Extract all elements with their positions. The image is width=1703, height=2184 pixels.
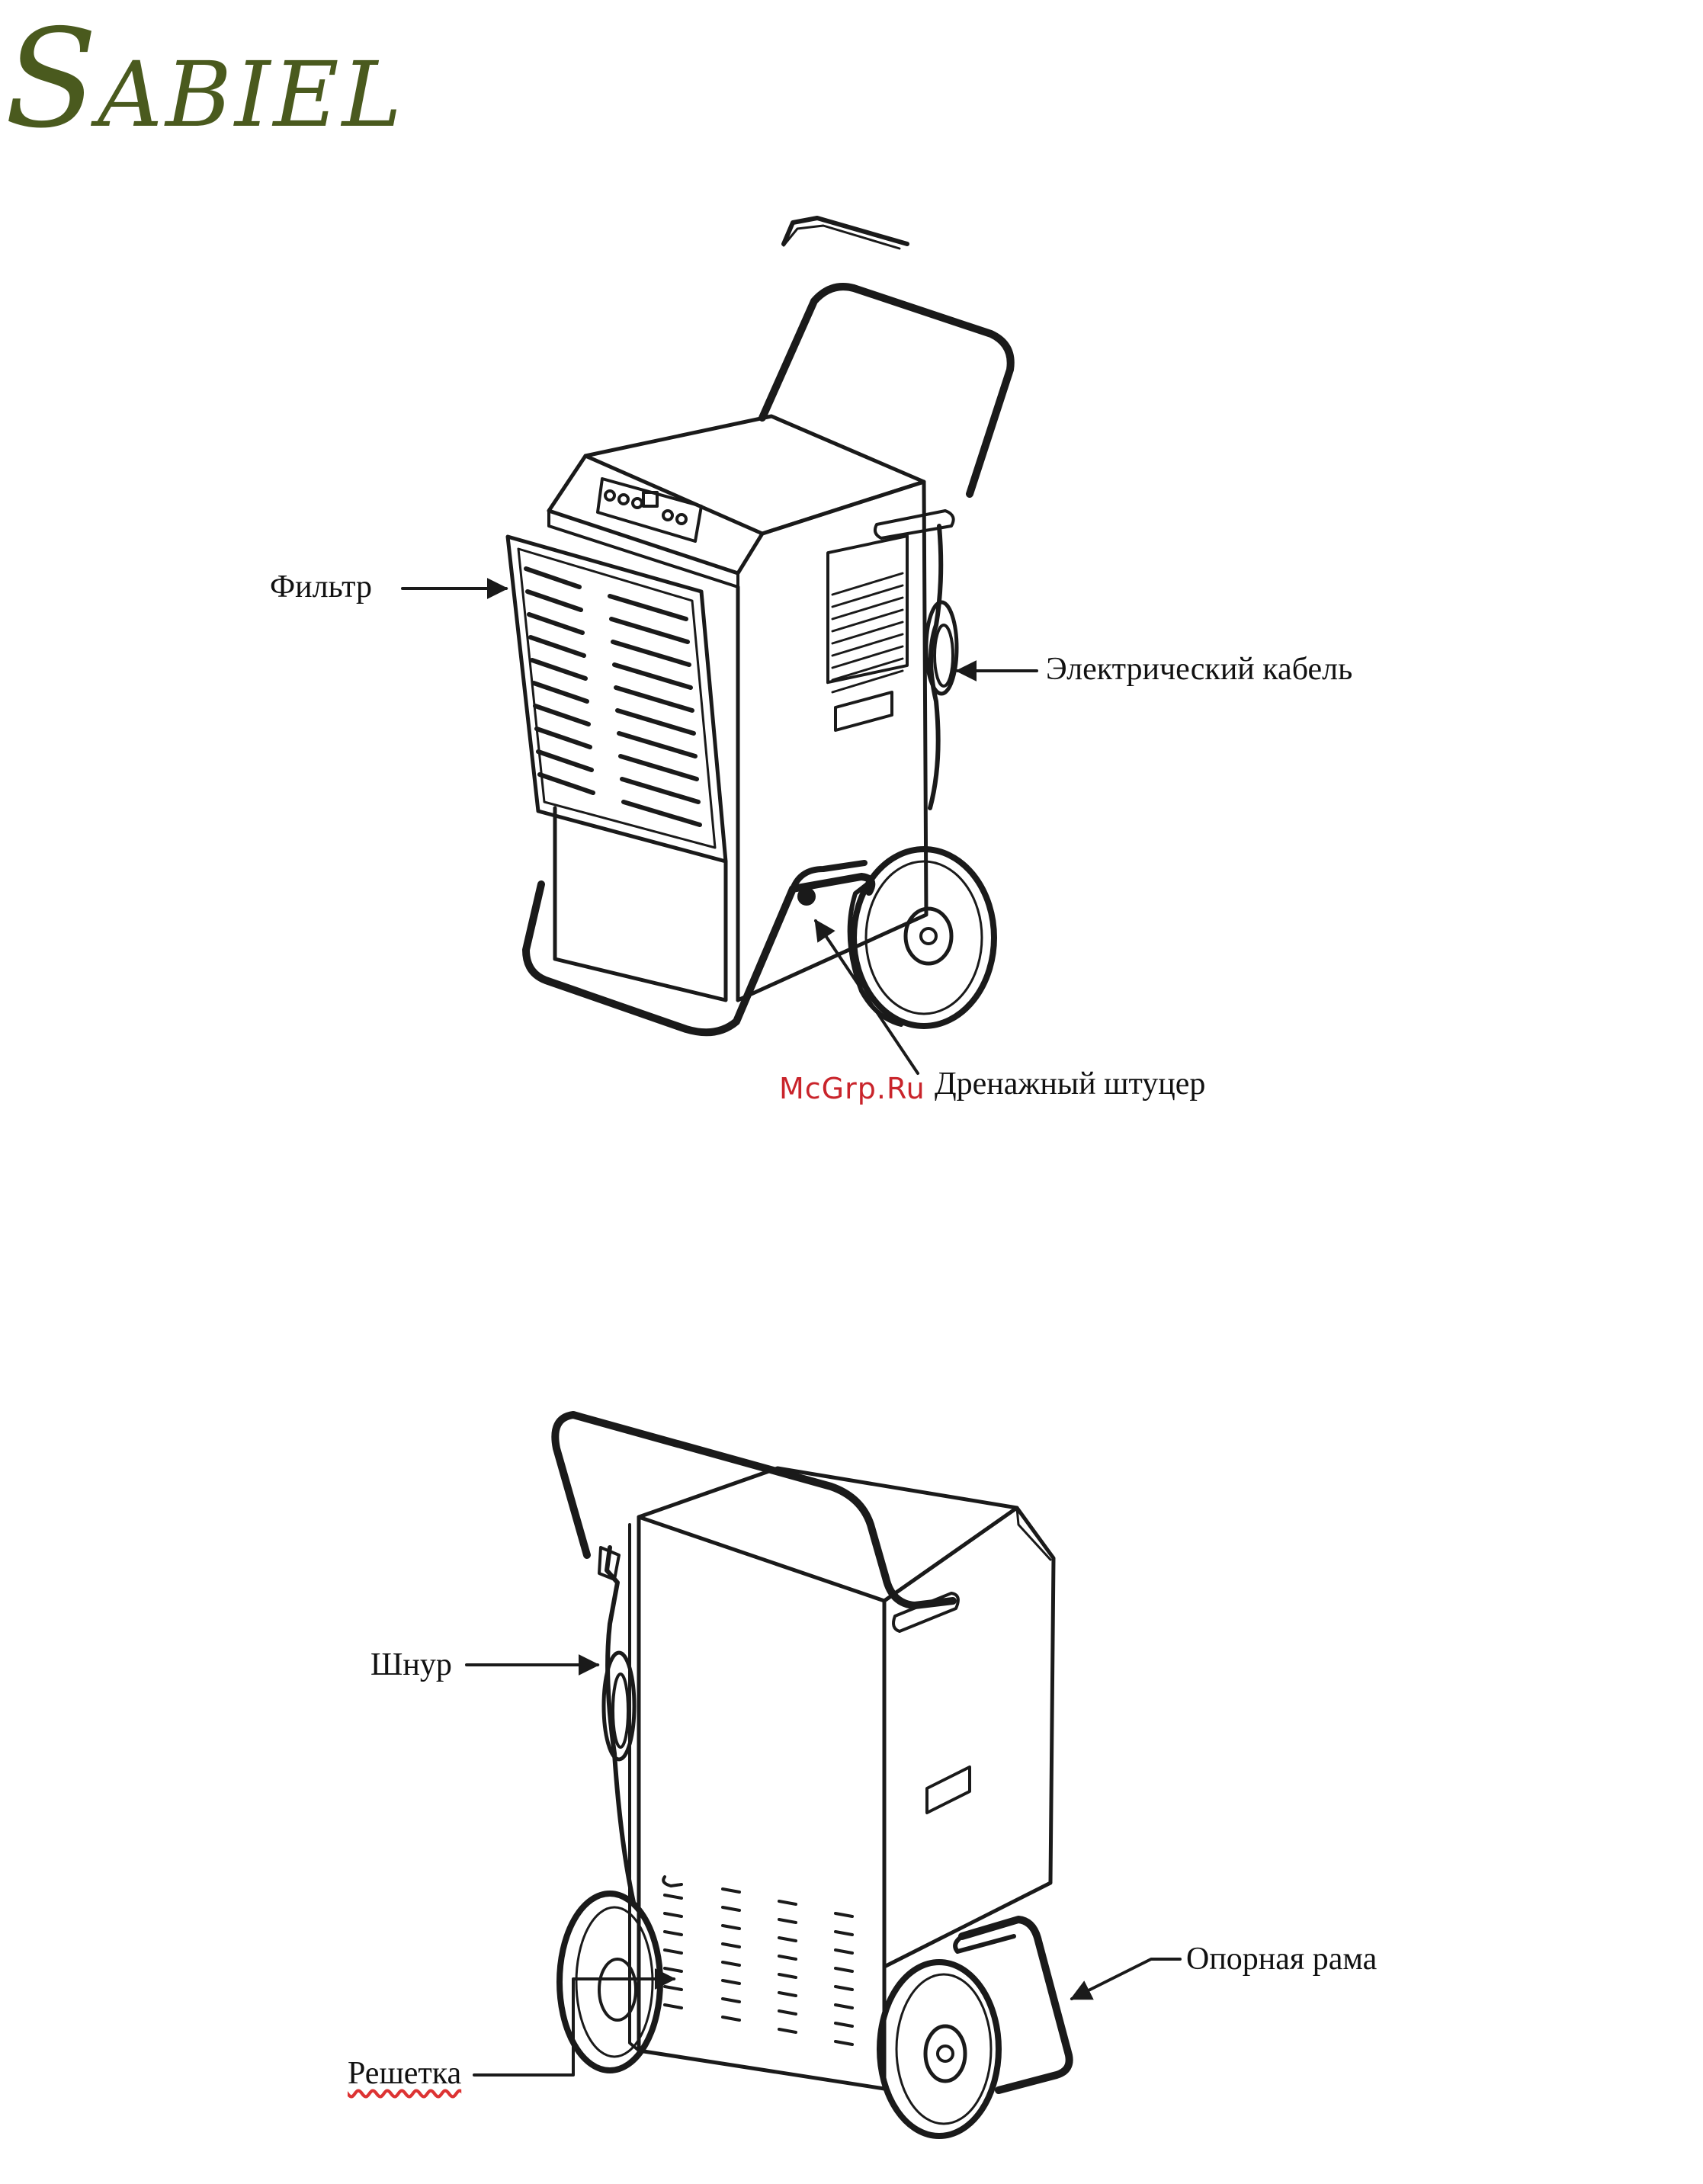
front-view-dehumidifier	[508, 218, 1011, 1032]
label-grille: Решетка	[348, 2055, 461, 2092]
label-power-cable: Электрический кабель	[1046, 651, 1352, 688]
back-view-dehumidifier	[555, 1415, 1069, 2136]
label-drain-fitting: Дренажный штуцер	[935, 1066, 1205, 1102]
label-filter: Фильтр	[270, 569, 372, 605]
watermark: McGrp.Ru	[779, 1072, 925, 1105]
label-support-frame: Опорная рама	[1186, 1941, 1377, 1977]
support-frame-arrow	[1072, 1959, 1180, 1999]
label-cord: Шнур	[370, 1647, 452, 1683]
